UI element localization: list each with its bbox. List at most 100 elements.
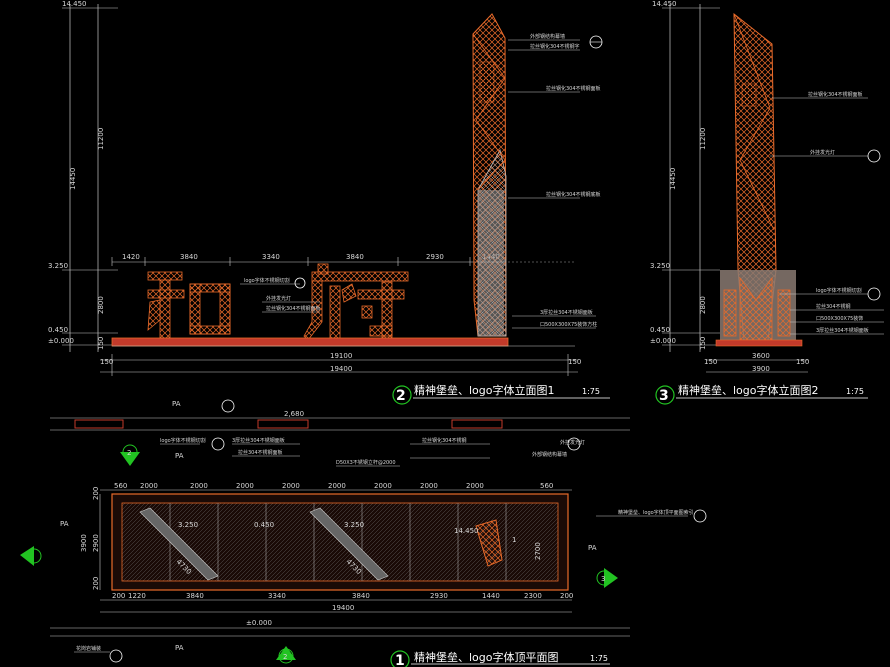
e2-title-text: 精神堡垒、logo字体立面图2 (678, 383, 819, 397)
plan-note-steel: 拉丝钢化304不锈钢 (422, 437, 467, 444)
pa-label-2: PA (175, 452, 184, 460)
section-marker-bottom[interactable]: 2 (276, 646, 296, 664)
vdim-upper: 11200 (97, 128, 105, 150)
e2-level-base: 0.450 (650, 326, 670, 334)
svg-text:3840: 3840 (352, 592, 370, 600)
e2-bdim-right: 150 (796, 358, 809, 366)
bdim-left: 150 (100, 358, 113, 366)
svg-text:560: 560 (114, 482, 127, 490)
e2-title-scale: 1:75 (846, 387, 864, 396)
logo-characters (147, 263, 409, 341)
elevation-1: 14.450 3.250 0.450 ±0.000 14450 11200 28… (48, 0, 610, 405)
note-logo-cut: logo字体不锈钢切割 (244, 277, 290, 284)
e2-note-3mm: 3厚拉丝304不锈钢面板 (816, 327, 869, 334)
leader-lines-1 (240, 39, 596, 329)
svg-text:2930: 2930 (430, 592, 448, 600)
title-elevation-2: 3 精神堡垒、logo字体立面图2 1:75 (655, 383, 868, 405)
plan-top-dim: 2,680 (284, 410, 304, 418)
plan-leaders (74, 443, 688, 653)
plan-level-1: 3.250 (178, 521, 198, 529)
hdim-5: 2930 (426, 253, 444, 261)
hdim-2: 3840 (180, 253, 198, 261)
view-number-2: 2 (396, 388, 406, 404)
plan-note-index: 精神堡垒、logo字体顶平面图索引 (618, 509, 694, 516)
callout-marker-e1[interactable] (294, 35, 603, 289)
title-scale: 1:75 (582, 387, 600, 396)
plan-note-post: D50X3不锈钢立杆@2000 (336, 459, 396, 466)
plan-tower (475, 519, 503, 567)
plan-vdim-2: 2900 (92, 534, 100, 552)
note-base-panel: 拉丝钢化304不锈钢底板 (546, 191, 601, 198)
plan-note-logo: logo字体不锈钢切割 (160, 437, 206, 444)
pa-label-1: PA (172, 400, 181, 408)
tower-elevation-1 (472, 13, 507, 337)
section-marker-right[interactable]: 3 (596, 568, 618, 588)
e2-level-mid: 3.250 (650, 262, 670, 270)
plan-level-3: 3.250 (344, 521, 364, 529)
svg-text:200: 200 (112, 592, 125, 600)
plan-note-ext: 外部钢结构幕墙 (532, 451, 567, 458)
e2-vdim-lower: 2800 (699, 296, 707, 314)
svg-text:2000: 2000 (282, 482, 300, 490)
e2-vdim-plinth: 150 (699, 337, 707, 350)
plan-title-text: 精神堡垒、logo字体顶平面图 (414, 650, 559, 664)
note-panel-2: 拉丝钢化304不锈钢面板 (546, 85, 601, 92)
callout-marker-e2[interactable] (867, 149, 881, 301)
plan-side-dim-2: 1 (512, 536, 516, 544)
e2-note-light: 外挂发光灯 (810, 149, 835, 156)
hdim-4: 3840 (346, 253, 364, 261)
note-ext-steel: 外部钢结构幕墙 (530, 33, 565, 40)
svg-text:2000: 2000 (466, 482, 484, 490)
vdim-total: 14450 (69, 168, 77, 190)
section-marker-left[interactable] (20, 546, 42, 566)
e2-note-panel: 拉丝钢化304不锈钢面板 (808, 91, 863, 98)
note-panel: 拉丝钢化304不锈钢面板 (266, 305, 321, 312)
note-letters: 拉丝钢化304不锈钢字 (530, 43, 580, 50)
section-marker-top[interactable]: 2 (120, 444, 140, 466)
plan-view: PA PA PA PA PA 2,680 560 2000 2000 2000 … (20, 399, 707, 667)
plan-vdim-4: 200 (92, 577, 100, 590)
svg-text:2000: 2000 (140, 482, 158, 490)
pa-label-5: PA (175, 644, 184, 652)
callout-markers-plan[interactable] (109, 399, 707, 663)
e2-bdim-total: 3900 (752, 365, 770, 373)
plan-note-3mm: 3厚拉丝304不锈钢面板 (232, 437, 285, 444)
hdim-1: 1420 (122, 253, 140, 261)
plan-vdim-3: 3900 (80, 534, 88, 552)
svg-text:2000: 2000 (236, 482, 254, 490)
plan-note-paving: 花岗岩铺装 (76, 645, 101, 652)
e2-vdim-total: 14450 (669, 168, 677, 190)
level-mid: 3.250 (48, 262, 68, 270)
svg-text:200: 200 (560, 592, 573, 600)
svg-text:2000: 2000 (420, 482, 438, 490)
e2-level-top: 14.450 (652, 0, 677, 8)
plan-dims-bottom: 200 1220 3840 3340 3840 2930 1440 2300 2… (112, 592, 573, 612)
svg-text:2000: 2000 (374, 482, 392, 490)
svg-text:560: 560 (540, 482, 553, 490)
view-number-3: 3 (659, 388, 669, 404)
plan-side-dim: 2700 (534, 542, 542, 560)
plan-zero-level: ±0.000 (246, 619, 272, 627)
svg-text:2000: 2000 (328, 482, 346, 490)
svg-text:1220: 1220 (128, 592, 146, 600)
svg-text:1440: 1440 (482, 592, 500, 600)
elevation-2: 14.450 3.250 0.450 ±0.000 14450 11200 28… (650, 0, 884, 405)
plan-logo-fu (309, 507, 389, 581)
bdim-mid: 19100 (330, 352, 352, 360)
note-column: 口500X300X75装饰方柱 (540, 321, 597, 328)
pa-label-3: PA (60, 520, 69, 528)
svg-text:2000: 2000 (190, 482, 208, 490)
plan-vdim-1: 200 (92, 487, 100, 500)
plan-logo-he (139, 507, 219, 581)
plan-note-light: 外挂发光灯 (560, 439, 585, 446)
e2-vdim-upper: 11200 (699, 128, 707, 150)
e2-note-logo: logo字体不锈钢切割 (816, 287, 862, 294)
bdim-right: 150 (568, 358, 581, 366)
svg-text:2300: 2300 (524, 592, 542, 600)
leader-lines-2 (770, 97, 884, 335)
top-dim-ticks (111, 257, 506, 266)
hdim-3: 3340 (262, 253, 280, 261)
e2-note-column: 口500X300X75装饰 (816, 315, 863, 322)
